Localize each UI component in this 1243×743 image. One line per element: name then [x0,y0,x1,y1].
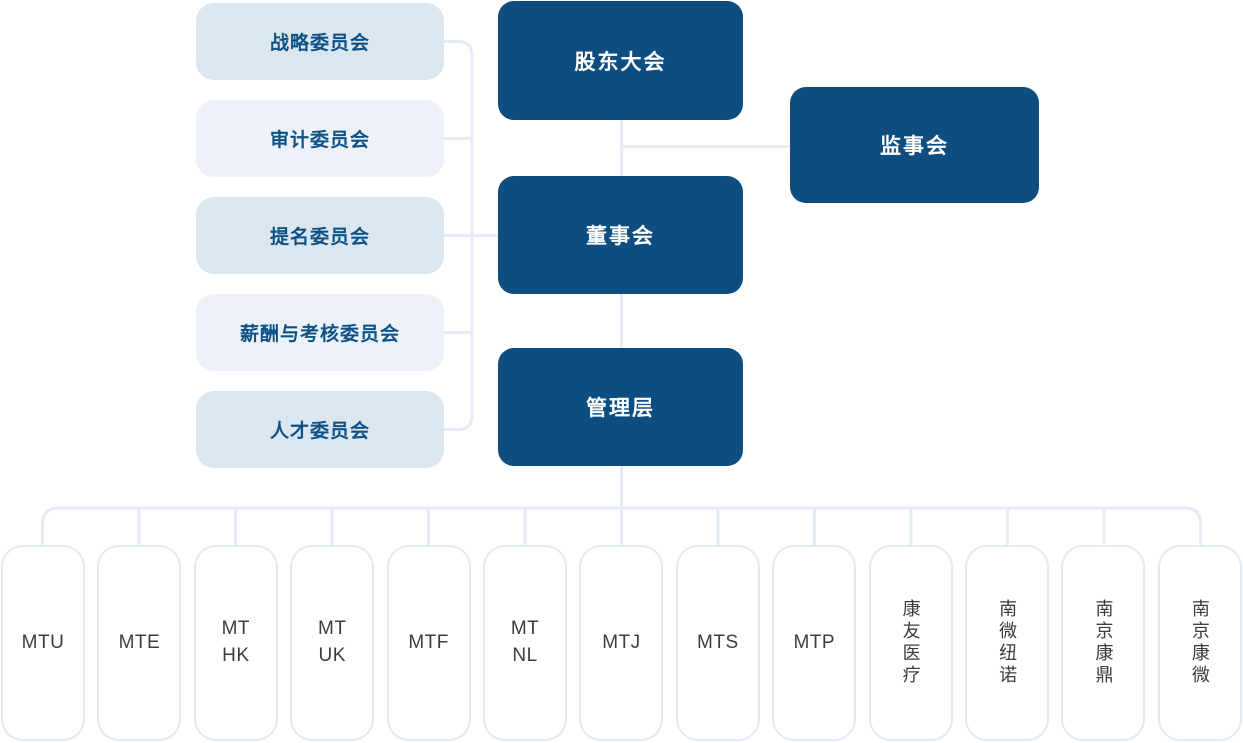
node-board-of-directors: 董事会 [498,176,743,294]
committee-label: 提名委员会 [269,227,370,248]
node-label: 董事会 [586,225,655,248]
committee-label: 薪酬与考核委员会 [239,324,400,345]
subsidiary-box-mtj: MTJ [579,545,664,741]
node-shareholders-meeting: 股东大会 [498,1,743,120]
committee-label: 审计委员会 [269,130,370,151]
committee-label: 战略委员会 [269,33,370,54]
subsidiary-label: MT UK [318,618,347,666]
subsidiaries-row: MTU MTE MT HK MT UK MTF MT NL MTJ MTS MT… [0,545,1243,741]
subsidiary-box-mtf: MTF [386,545,471,741]
committee-box-audit: 审计委员会 [196,100,444,177]
subsidiary-box-kangyou-medical: 康友医疗 [868,545,953,741]
node-label: 股东大会 [574,50,667,74]
committee-label: 人才委员会 [269,421,370,442]
subsidiary-label: MTU [21,631,65,653]
node-label: 管理层 [586,397,655,420]
subsidiary-label: MTE [118,631,161,653]
subsidiary-box-mtp: MTP [772,545,857,741]
committee-box-nomination: 提名委员会 [196,197,444,274]
subsidiary-bus-line [41,506,1202,545]
subsidiary-box-mt-nl: MT NL [483,545,568,741]
subsidiary-box-mtu: MTU [1,545,85,741]
subsidiary-label: MTS [697,631,739,653]
subsidiary-box-nanwei-niunuo: 南微纽诺 [965,545,1050,741]
subsidiary-box-mts: MTS [675,545,760,741]
subsidiary-label: 南京康微 [1189,599,1210,687]
committee-box-talent: 人才委员会 [196,391,444,468]
subsidiary-box-nanjing-kangwei: 南京康微 [1157,545,1242,741]
node-label: 监事会 [880,135,949,158]
subsidiary-label: MT NL [510,618,540,666]
node-supervisory-board: 监事会 [790,87,1039,203]
subsidiary-label: MT HK [221,618,251,666]
subsidiary-box-mt-hk: MT HK [193,545,278,741]
committee-box-strategy: 战略委员会 [196,3,444,80]
subsidiary-label: MTP [793,631,836,653]
subsidiary-label: MTF [408,631,449,653]
subsidiary-box-mte: MTE [97,545,182,741]
subsidiary-label: 南京康鼎 [1093,599,1114,687]
node-management: 管理层 [498,348,743,466]
subsidiary-box-nanjing-kangding: 南京康鼎 [1061,545,1146,741]
subsidiary-label: MTJ [602,631,641,653]
subsidiary-box-mt-uk: MT UK [290,545,375,741]
subsidiary-label: 康友医疗 [900,599,921,687]
committee-box-remuneration: 薪酬与考核委员会 [196,294,444,371]
subsidiary-label: 南微纽诺 [997,599,1018,687]
